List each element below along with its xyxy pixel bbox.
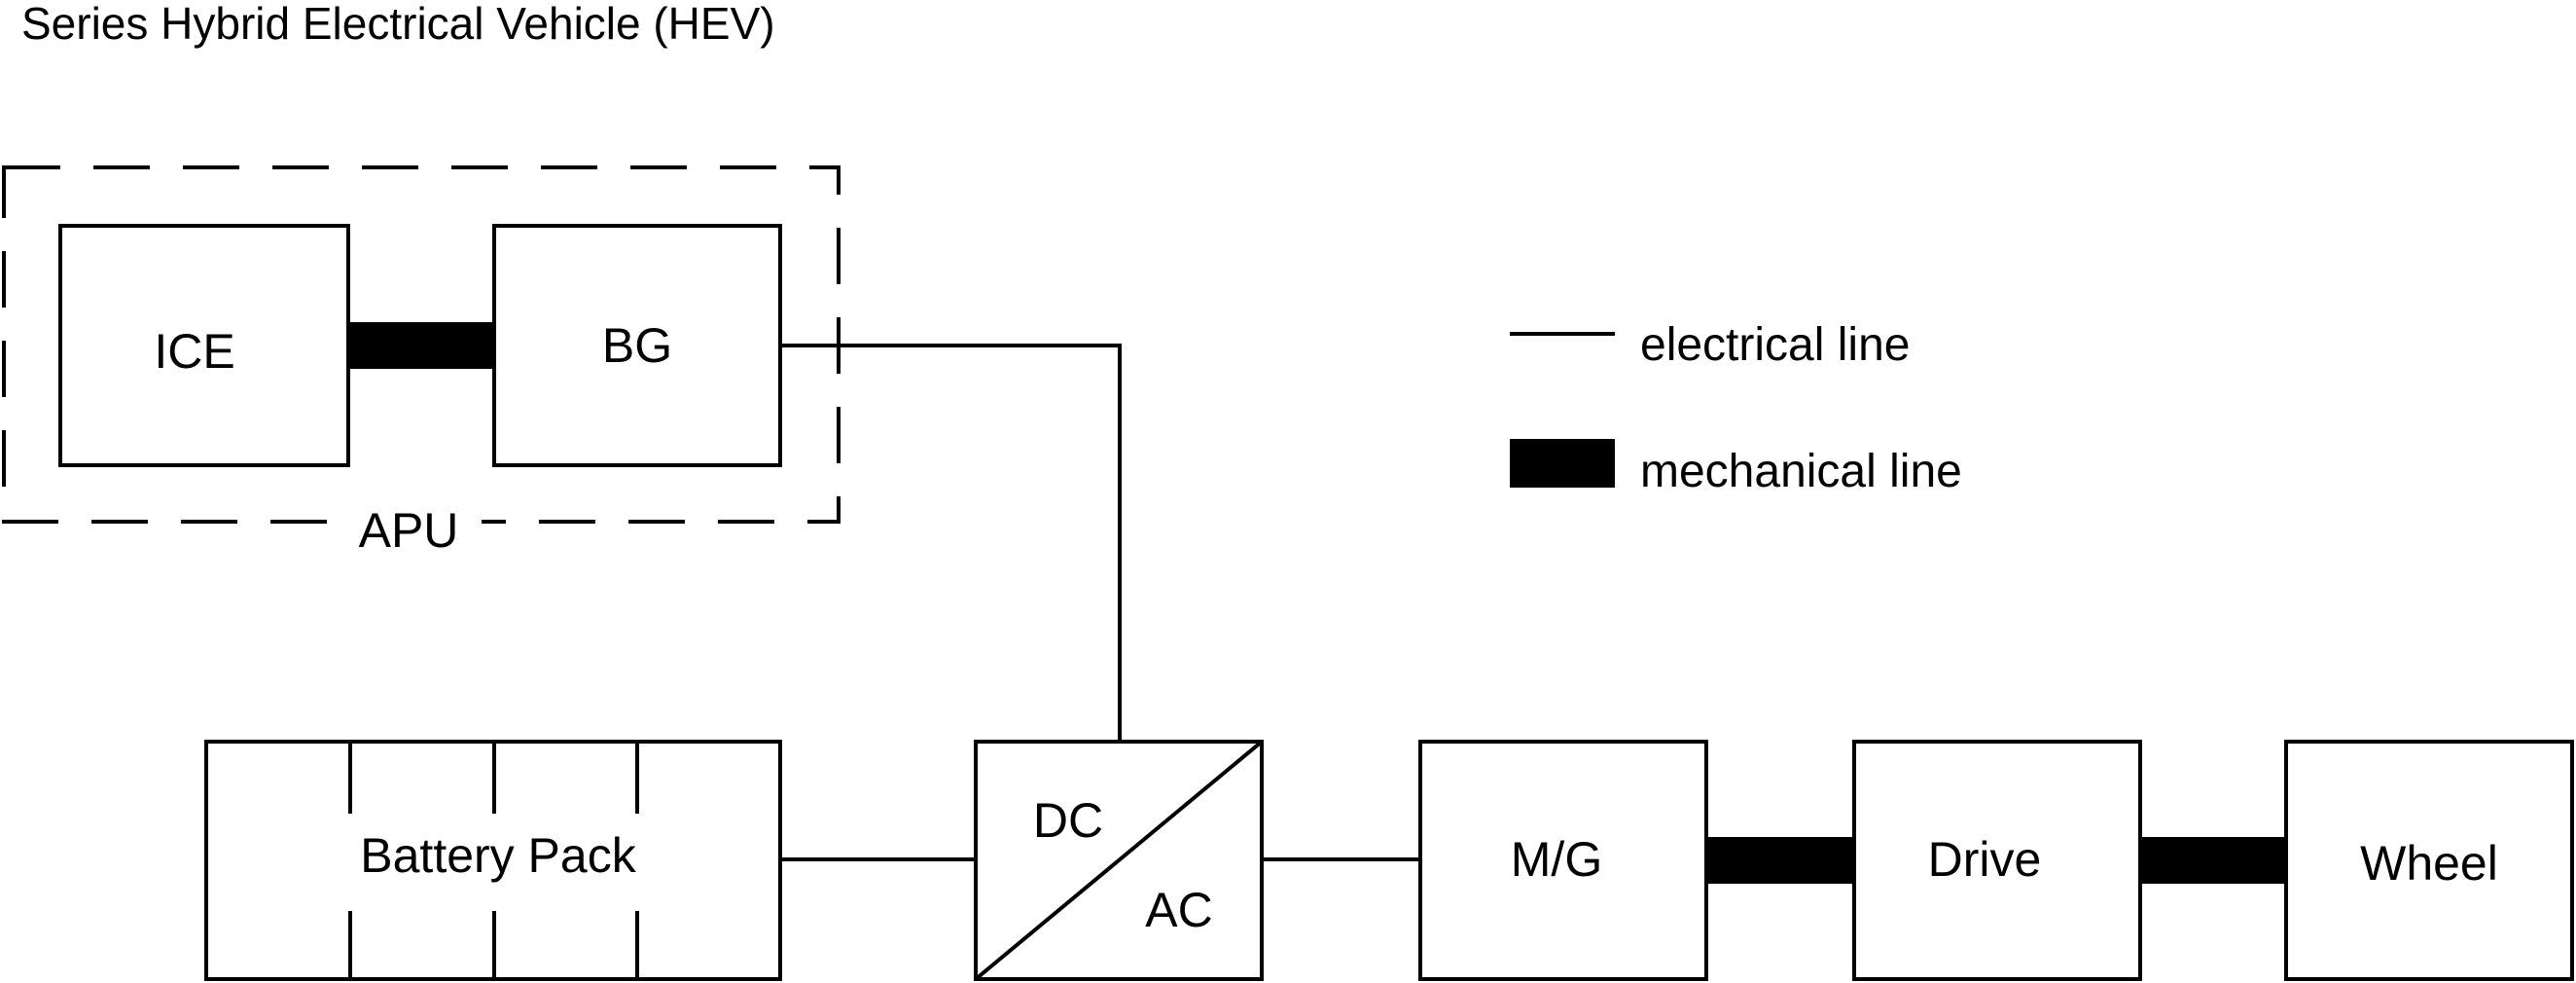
apu-label: APU [359, 503, 459, 558]
converter-diagonal [974, 740, 1264, 981]
wheel-label: Wheel [2360, 836, 2498, 891]
wheel-block [2284, 740, 2574, 981]
ice-label: ICE [154, 324, 234, 379]
bg-block [492, 224, 782, 467]
legend-mechanical-label: mechanical line [1640, 446, 1962, 497]
battery-pack-label: Battery Pack [360, 828, 636, 883]
apu-label-gap [336, 506, 482, 537]
bg-label: BG [602, 318, 672, 373]
battery-cell-dividers [348, 742, 639, 979]
legend-mechanical-swatch [1510, 439, 1615, 488]
converter-ac-label: AC [1145, 883, 1212, 937]
legend-electrical-label: electrical line [1640, 319, 1910, 371]
ice-block [58, 224, 350, 467]
drive-wheel-mechanical-link [2140, 837, 2286, 884]
bg-converter-electrical-line [780, 344, 1122, 742]
motor-drive-mechanical-link [1706, 837, 1854, 884]
legend: electrical line mechanical line [1510, 319, 1962, 497]
motor-generator-label: M/G [1511, 832, 1602, 887]
ice-bg-mechanical-link [348, 322, 494, 369]
converter-dc-label: DC [1033, 793, 1103, 848]
diagram-title: Series Hybrid Electrical Vehicle (HEV) [21, 0, 775, 49]
drive-label: Drive [1928, 832, 2042, 887]
